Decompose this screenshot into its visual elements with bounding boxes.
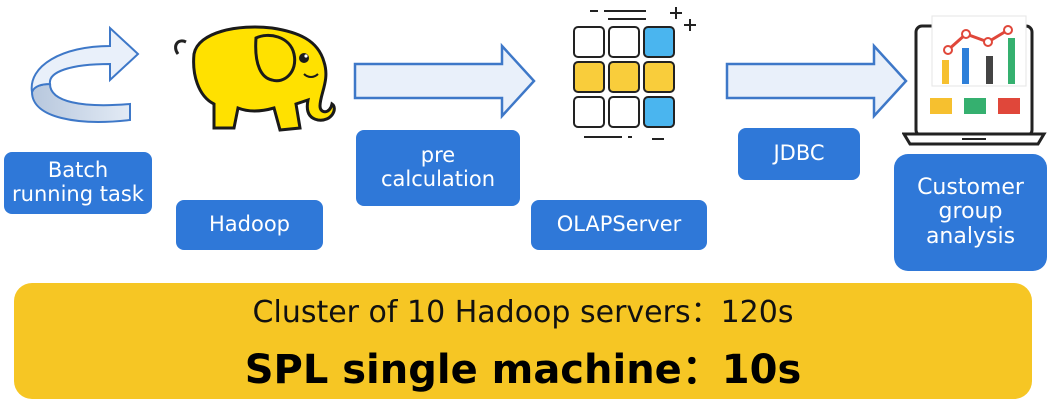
hadoop-elephant-icon (174, 25, 336, 132)
olap-cube-grid-icon (573, 7, 696, 140)
dashboard-monitor-icon (902, 15, 1047, 146)
performance-banner: Cluster of 10 Hadoop servers：120s SPL si… (14, 283, 1032, 399)
loop-arrow-icon (30, 25, 140, 123)
spl-time-text: SPL single machine：10s (244, 347, 802, 393)
flow-arrow-1 (353, 42, 536, 120)
hadoop-label: Hadoop (176, 200, 323, 250)
olapserver-label: OLAPServer (531, 200, 707, 250)
pre-calculation-label: pre calculation (356, 130, 520, 206)
flow-arrow-2 (725, 42, 908, 120)
batch-running-task-label: Batch running task (4, 152, 152, 214)
cluster-time-text: Cluster of 10 Hadoop servers：120s (252, 295, 794, 330)
jdbc-label: JDBC (738, 128, 860, 180)
customer-group-analysis-label: Customer group analysis (894, 154, 1047, 271)
